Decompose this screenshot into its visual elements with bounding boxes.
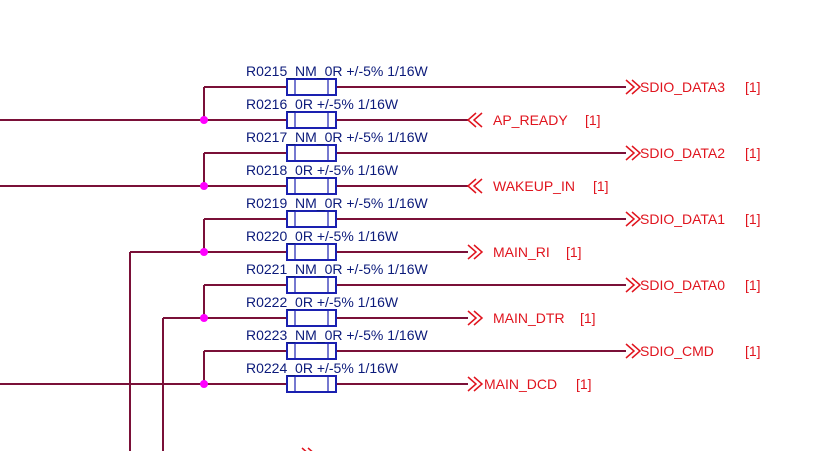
resistor-3-net-label: WAKEUP_IN [493, 178, 575, 194]
offscreen-arrow [301, 447, 313, 451]
resistor-9-arrow [467, 376, 484, 392]
resistor-2-net-label: SDIO_DATA2 [640, 145, 725, 161]
resistor-7-page-ref: [1] [580, 310, 596, 326]
resistor-7-body [286, 309, 337, 327]
resistor-3-junction-dot [200, 182, 208, 190]
resistor-1-net-label: AP_READY [493, 112, 568, 128]
resistor-5-net-label: MAIN_RI [493, 244, 550, 260]
resistor-3-body [286, 177, 337, 195]
resistor-2-label: R0217_NM_0R +/-5% 1/16W [246, 129, 428, 145]
resistor-6-arrow [625, 277, 642, 293]
resistor-4-arrow [625, 211, 642, 227]
resistor-5-page-ref: [1] [566, 244, 582, 260]
resistor-6-body [286, 276, 337, 294]
resistor-5-junction-dot [200, 248, 208, 256]
resistor-4-label: R0219_NM_0R +/-5% 1/16W [246, 195, 428, 211]
resistor-0-arrow [625, 79, 642, 95]
resistor-8-page-ref: [1] [745, 343, 761, 359]
resistor-9-body [286, 375, 337, 393]
resistor-9-page-ref: [1] [576, 376, 592, 392]
resistors [200, 78, 337, 393]
resistor-1-label: R0216_0R +/-5% 1/16W [246, 96, 399, 112]
resistor-8-arrow [625, 343, 642, 359]
resistor-7-label: R0222_0R +/-5% 1/16W [246, 294, 399, 310]
resistor-7-arrow [467, 310, 484, 326]
resistor-6-net-label: SDIO_DATA0 [640, 277, 725, 293]
labels: R0215_NM_0R +/-5% 1/16W SDIO_DATA3 [1] R021… [246, 63, 761, 451]
resistor-9-label: R0224_0R +/-5% 1/16W [246, 360, 399, 376]
resistor-6-label: R0221_NM_0R +/-5% 1/16W [246, 261, 428, 277]
resistor-5-arrow [467, 244, 484, 260]
resistor-1-junction-dot [200, 116, 208, 124]
resistor-0-label: R0215_NM_0R +/-5% 1/16W [246, 63, 428, 79]
resistor-7-net-label: MAIN_DTR [493, 310, 565, 326]
resistor-4-page-ref: [1] [745, 211, 761, 227]
resistor-1-body [286, 111, 337, 129]
resistor-9-junction-dot [200, 380, 208, 388]
resistor-9-net-label: MAIN_DCD [484, 376, 557, 392]
resistor-3-label: R0218_0R +/-5% 1/16W [246, 162, 399, 178]
resistor-2-body [286, 144, 337, 162]
resistor-0-page-ref: [1] [745, 79, 761, 95]
resistor-3-arrow [466, 178, 483, 194]
resistor-0-net-label: SDIO_DATA3 [640, 79, 725, 95]
resistor-7-junction-dot [200, 314, 208, 322]
resistor-5-label: R0220_0R +/-5% 1/16W [246, 228, 399, 244]
wires [0, 86, 626, 451]
resistor-4-body [286, 210, 337, 228]
resistor-0-body [286, 78, 337, 96]
resistor-8-body [286, 342, 337, 360]
resistor-3-page-ref: [1] [593, 178, 609, 194]
resistor-8-label: R0223_NM_0R +/-5% 1/16W [246, 327, 428, 343]
resistor-2-arrow [625, 145, 642, 161]
resistor-1-page-ref: [1] [585, 112, 601, 128]
resistor-2-page-ref: [1] [745, 145, 761, 161]
resistor-4-net-label: SDIO_DATA1 [640, 211, 725, 227]
resistor-1-arrow [466, 112, 483, 128]
resistor-6-page-ref: [1] [745, 277, 761, 293]
resistor-5-body [286, 243, 337, 261]
resistor-8-net-label: SDIO_CMD [640, 343, 714, 359]
